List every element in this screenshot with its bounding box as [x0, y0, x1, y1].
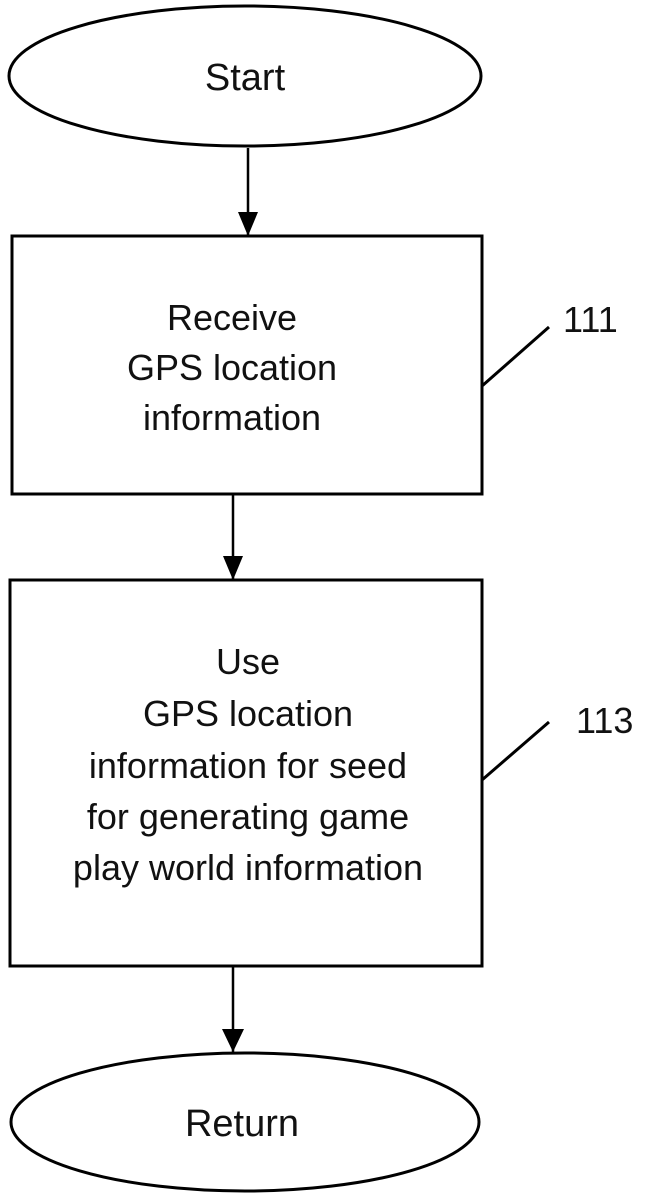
process-step-111: Receive GPS location information	[12, 236, 482, 494]
step-113-line-4: for generating game	[87, 796, 409, 837]
step-111-line-2: GPS location	[127, 347, 337, 388]
step-113-line-1: Use	[216, 641, 280, 682]
leader-line-111	[482, 327, 549, 386]
return-label: Return	[185, 1103, 299, 1145]
step-113-line-5: play world information	[73, 847, 423, 888]
ref-label-111: 111	[563, 299, 618, 340]
leader-line-113	[482, 722, 549, 780]
start-label: Start	[205, 57, 286, 99]
step-113-line-3: information for seed	[89, 745, 407, 786]
return-terminator: Return	[11, 1053, 479, 1191]
step-111-line-1: Receive	[167, 297, 297, 338]
process-step-113: Use GPS location information for seed fo…	[10, 580, 482, 966]
step-111-line-3: information	[143, 397, 321, 438]
arrowhead-icon	[238, 212, 258, 236]
step-113-line-2: GPS location	[143, 693, 353, 734]
arrowhead-icon	[223, 556, 243, 580]
arrowhead-icon	[222, 1029, 244, 1052]
ref-label-113: 113	[576, 700, 633, 741]
start-terminator: Start	[9, 6, 481, 146]
